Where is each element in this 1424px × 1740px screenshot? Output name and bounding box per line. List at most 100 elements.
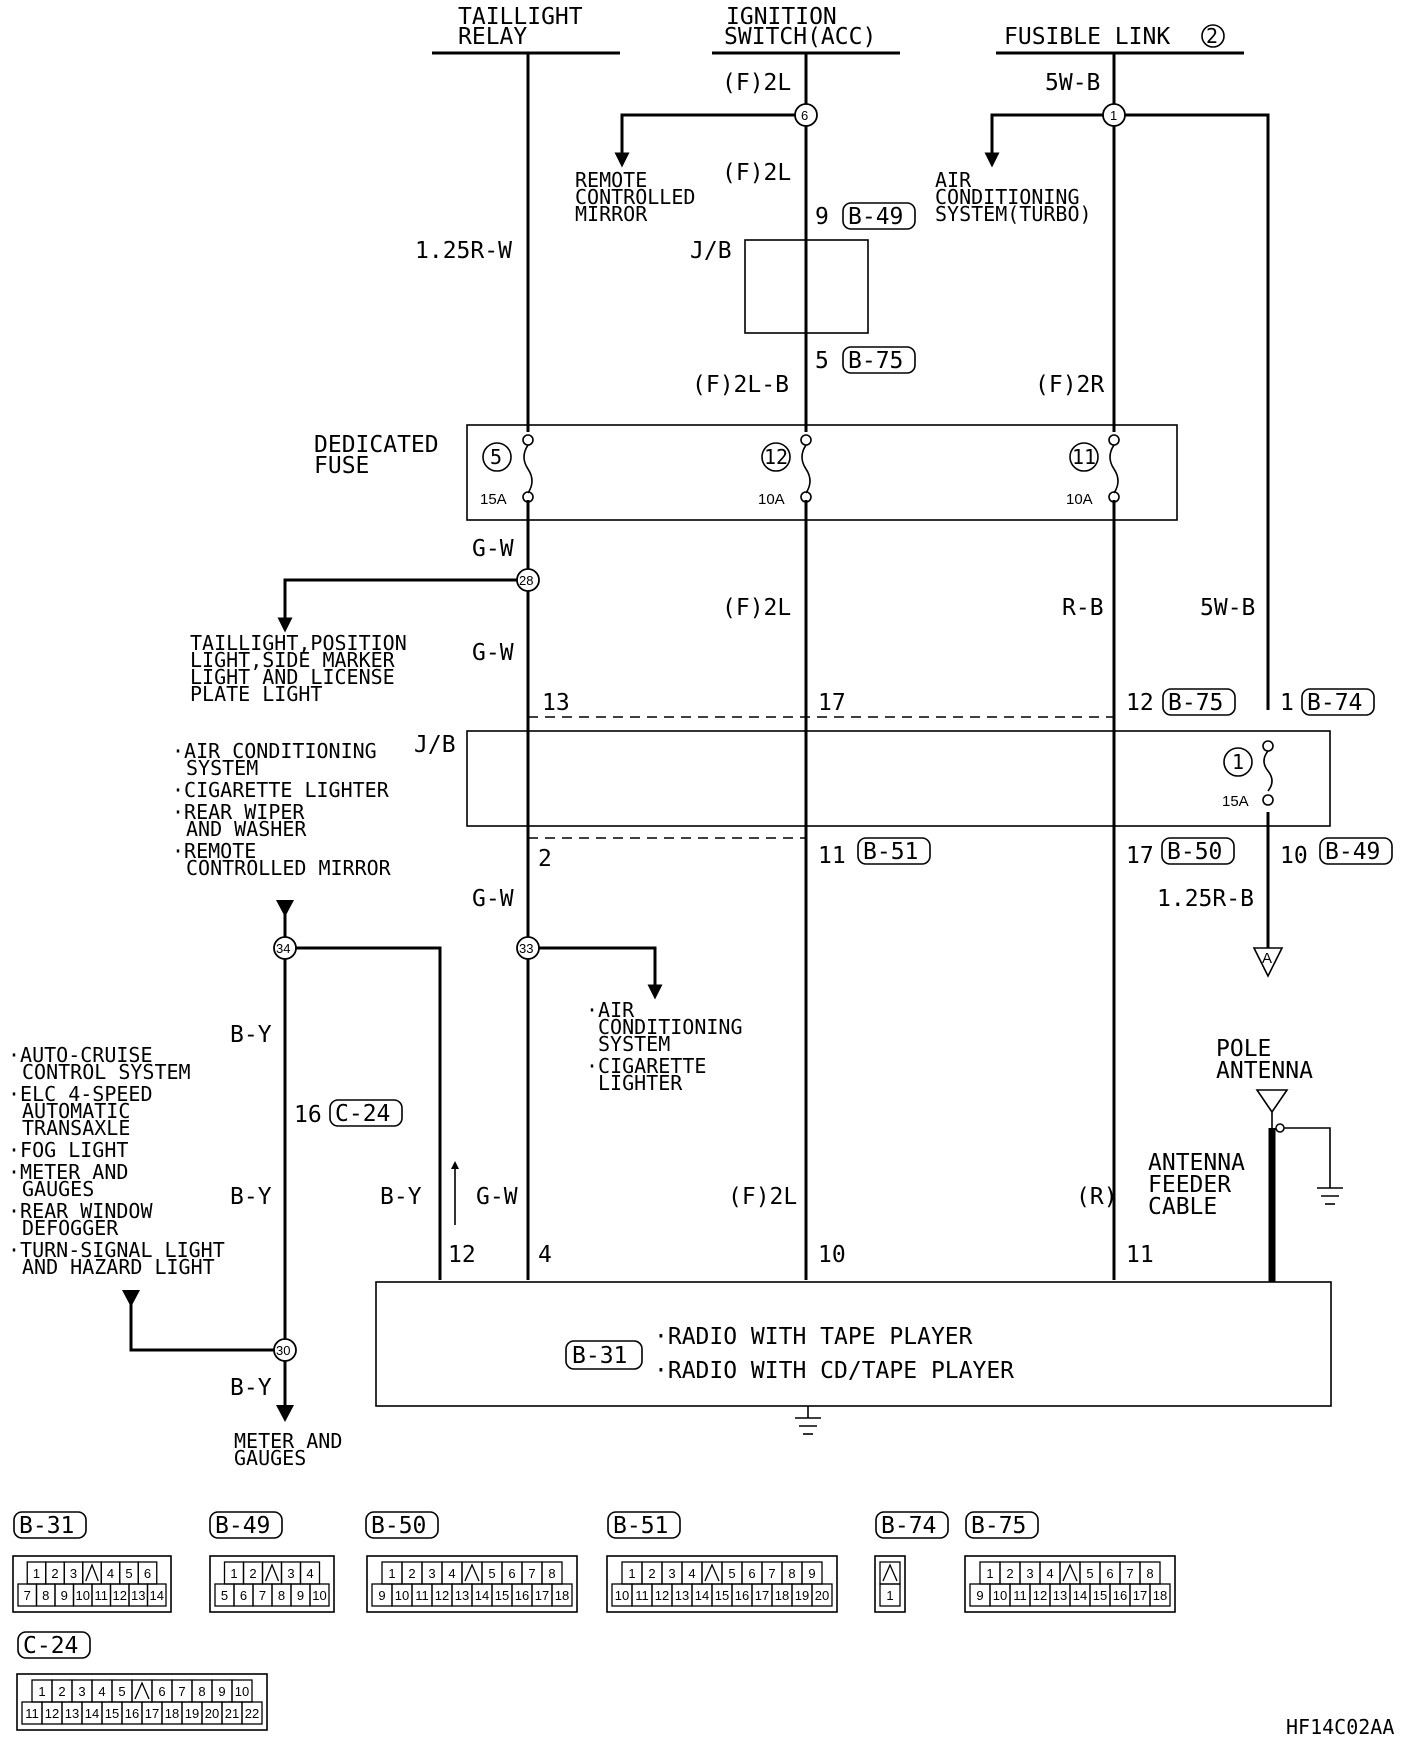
svg-text:·CIGARETTE LIGHTER: ·CIGARETTE LIGHTER bbox=[172, 778, 390, 802]
connector-pin: 7 bbox=[528, 1566, 535, 1581]
svg-text:FEEDER: FEEDER bbox=[1148, 1172, 1231, 1198]
connector-pin: 10 bbox=[312, 1588, 326, 1603]
connector-pin: 16 bbox=[1113, 1588, 1127, 1603]
connector-pin: 2 bbox=[51, 1566, 58, 1581]
connector-pin: 10 bbox=[235, 1684, 249, 1699]
svg-text:12: 12 bbox=[764, 445, 788, 469]
connector-pin: 12 bbox=[1033, 1588, 1047, 1603]
connector-pin: 7 bbox=[24, 1588, 31, 1603]
wire-label: (F)2L-B bbox=[692, 372, 789, 398]
svg-text:1: 1 bbox=[1110, 108, 1117, 123]
connector-pin: 5 bbox=[1086, 1566, 1093, 1581]
connector-pin: 10 bbox=[993, 1588, 1007, 1603]
connector-ref: B-51 bbox=[863, 839, 918, 865]
connector-pin: 8 bbox=[548, 1566, 555, 1581]
svg-text:2: 2 bbox=[1206, 24, 1218, 48]
wire-label: (F)2R bbox=[1035, 372, 1104, 398]
svg-text:11: 11 bbox=[818, 843, 846, 869]
source-fusible-link: FUSIBLE LINK 2 bbox=[996, 24, 1244, 55]
connector-pin: 20 bbox=[205, 1706, 219, 1721]
ground-a: 1.25R-B A bbox=[1157, 886, 1284, 978]
connector-pin: 2 bbox=[648, 1566, 655, 1581]
svg-text:ANTENNA: ANTENNA bbox=[1216, 1058, 1313, 1084]
connector-pin: 2 bbox=[408, 1566, 415, 1581]
svg-text:LIGHT AND LICENSE: LIGHT AND LICENSE bbox=[190, 665, 395, 689]
pole-antenna: POLE ANTENNA ANTENNA FEEDER CABLE bbox=[1148, 1036, 1343, 1282]
svg-text:11: 11 bbox=[1126, 1242, 1154, 1268]
connector-pin: 2 bbox=[58, 1684, 65, 1699]
connector-pin: 2 bbox=[249, 1566, 256, 1581]
connector-ref: B-50 bbox=[1167, 839, 1222, 865]
svg-text:J/B: J/B bbox=[414, 732, 456, 758]
connector-pin: 1 bbox=[986, 1566, 993, 1581]
svg-text:TAILLIGHT: TAILLIGHT bbox=[458, 4, 583, 30]
wire-label: B-Y bbox=[230, 1184, 272, 1210]
connector-pin: 11 bbox=[1013, 1588, 1027, 1603]
svg-text:J/B: J/B bbox=[690, 238, 732, 264]
junction-34 bbox=[273, 936, 297, 960]
connector-pin: 9 bbox=[297, 1588, 304, 1603]
connector-pin: 17 bbox=[535, 1588, 549, 1603]
wire-label: G-W bbox=[476, 1184, 518, 1210]
connector-pin: 3 bbox=[70, 1566, 77, 1581]
jb-fuse-1: 1 15A bbox=[1222, 740, 1274, 810]
svg-text:POLE: POLE bbox=[1216, 1036, 1271, 1062]
svg-text:PLATE LIGHT: PLATE LIGHT bbox=[190, 682, 322, 706]
connector-pin: 13 bbox=[131, 1588, 145, 1603]
wire-label: 5W-B bbox=[1045, 70, 1100, 96]
svg-text:33: 33 bbox=[519, 941, 533, 956]
svg-text:1: 1 bbox=[1232, 750, 1244, 774]
connector-pin: 9 bbox=[378, 1588, 385, 1603]
wire-label: 5W-B bbox=[1200, 595, 1255, 621]
svg-text:LIGHTER: LIGHTER bbox=[598, 1071, 683, 1095]
connector-pin: 15 bbox=[1093, 1588, 1107, 1603]
connector-ref: B-31 bbox=[572, 1343, 627, 1369]
connector-pin: 19 bbox=[795, 1588, 809, 1603]
connector-pin: 21 bbox=[225, 1706, 239, 1721]
svg-text:12: 12 bbox=[448, 1242, 476, 1268]
connector-pin: 5 bbox=[221, 1588, 228, 1603]
connector-ref: B-74 bbox=[1307, 690, 1362, 716]
svg-text:·CIGARETTE: ·CIGARETTE bbox=[586, 1054, 706, 1078]
svg-text:·AIR: ·AIR bbox=[586, 998, 635, 1022]
svg-text:A: A bbox=[1262, 950, 1272, 967]
connector-pin: 6 bbox=[158, 1684, 165, 1699]
connector-pin: 11 bbox=[25, 1706, 39, 1721]
connector-name: B-31 bbox=[19, 1513, 74, 1539]
wire-label: G-W bbox=[472, 536, 514, 562]
connector-name: B-75 bbox=[971, 1513, 1026, 1539]
wire-by-circuit: 34 30 bbox=[122, 900, 459, 1422]
connector-pin: 7 bbox=[768, 1566, 775, 1581]
svg-text:·RADIO WITH TAPE PLAYER: ·RADIO WITH TAPE PLAYER bbox=[654, 1324, 973, 1350]
fuse-5: 5 15A bbox=[480, 434, 534, 508]
svg-text:TRANSAXLE: TRANSAXLE bbox=[22, 1116, 130, 1140]
svg-text:17: 17 bbox=[1126, 843, 1154, 869]
connector-pin: 3 bbox=[1026, 1566, 1033, 1581]
connector-ref: B-49 bbox=[1325, 839, 1380, 865]
connector-pin: 3 bbox=[428, 1566, 435, 1581]
connector-pin: 7 bbox=[178, 1684, 185, 1699]
svg-text:12: 12 bbox=[1126, 690, 1154, 716]
svg-text:AND HAZARD LIGHT: AND HAZARD LIGHT bbox=[22, 1255, 215, 1279]
connector-pin: 5 bbox=[488, 1566, 495, 1581]
svg-text:FUSE: FUSE bbox=[314, 453, 369, 479]
by-circuit-list: ·AUTO-CRUISE CONTROL SYSTEM ·ELC 4-SPEED… bbox=[8, 1043, 225, 1279]
connector-pin: 9 bbox=[218, 1684, 225, 1699]
connector-pin: 9 bbox=[808, 1566, 815, 1581]
connector-pin: 15 bbox=[715, 1588, 729, 1603]
connector-pin: 10 bbox=[76, 1588, 90, 1603]
connector-pin: 15 bbox=[495, 1588, 509, 1603]
connector-pin: 14 bbox=[475, 1588, 489, 1603]
connector-pin: 14 bbox=[695, 1588, 709, 1603]
junction-6 bbox=[794, 103, 818, 127]
connector-pin: 6 bbox=[240, 1588, 247, 1603]
connector-pin: 12 bbox=[655, 1588, 669, 1603]
svg-text:FUSIBLE LINK: FUSIBLE LINK bbox=[1004, 24, 1170, 50]
connector-pin: 1 bbox=[230, 1566, 237, 1581]
connector-pin: 17 bbox=[145, 1706, 159, 1721]
connector-pin: 1 bbox=[38, 1684, 45, 1699]
